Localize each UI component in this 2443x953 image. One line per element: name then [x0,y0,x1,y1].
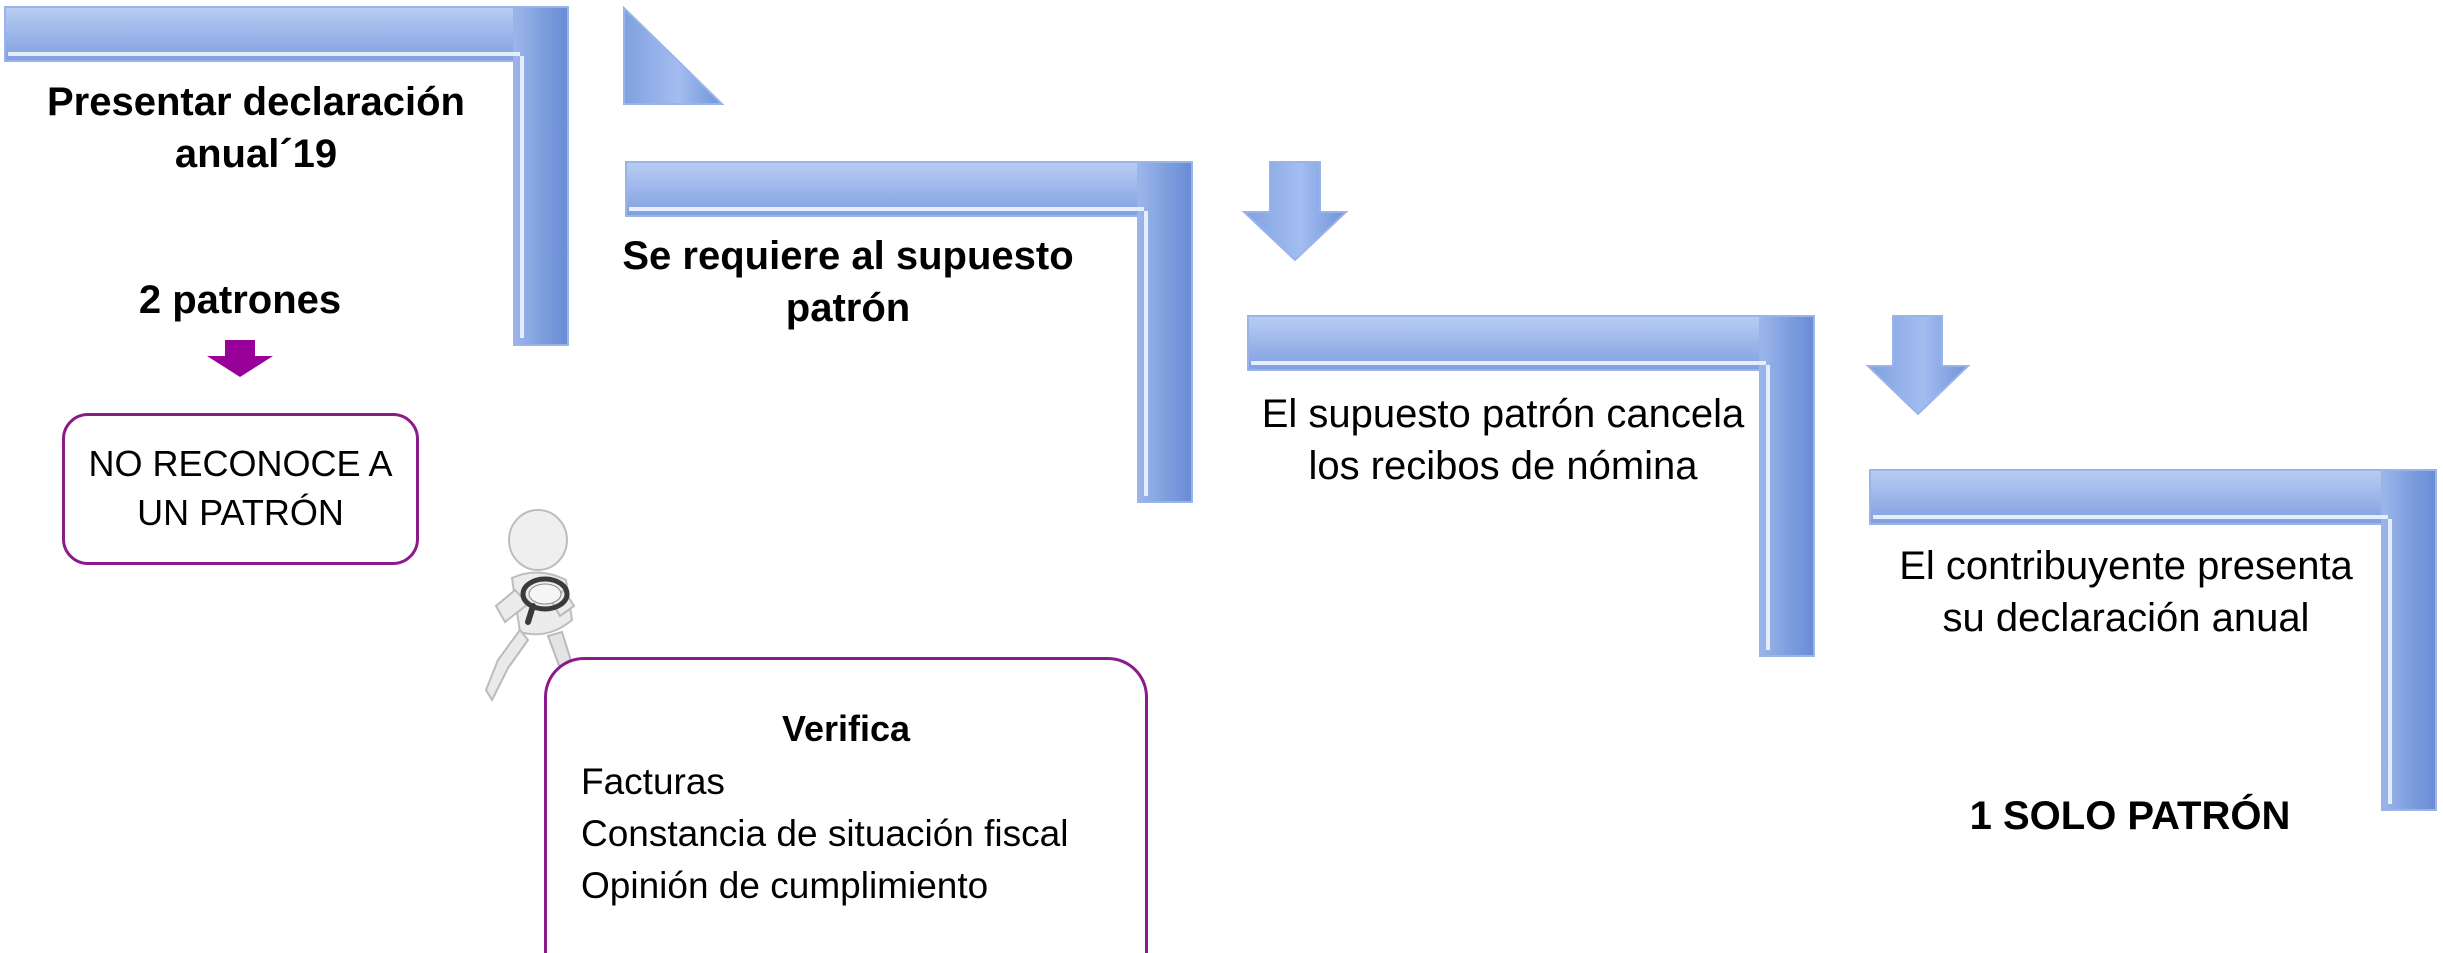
step-2-title: Se requiere al supuesto patrón [622,234,1074,330]
verifica-box: Verifica Facturas Constancia de situació… [544,657,1148,953]
person-magnifier-icon [484,509,576,703]
step-4-text: El contribuyente presenta su declaración… [1899,544,2353,640]
step-1-title: Presentar declaración anual´19 [47,80,465,176]
down-arrow-icon [1241,161,1349,262]
down-arrow-icon [1865,315,1971,416]
purple-down-arrow-icon [207,340,273,377]
step-1-shape [4,6,569,346]
no-reconoce-text: NO RECONOCE A UN PATRÓN [88,443,393,533]
verifica-title: Verifica [781,708,911,749]
verifica-item: Constancia de situación fiscal [581,812,1069,854]
step-3-shape [1247,315,1815,657]
triangle-shape [623,5,725,105]
no-reconoce-box: NO RECONOCE A UN PATRÓN [62,413,419,565]
step-4-shape [1869,469,2437,811]
result-label: 1 SOLO PATRÓN [1969,794,2291,838]
step-2-shape [625,161,1193,503]
verifica-item: Facturas [581,761,725,802]
step-3-text: El supuesto patrón cancela los recibos d… [1261,392,1745,488]
patrones-label: 2 patrones [138,278,342,322]
verifica-item: Opinión de cumplimiento [581,864,989,906]
